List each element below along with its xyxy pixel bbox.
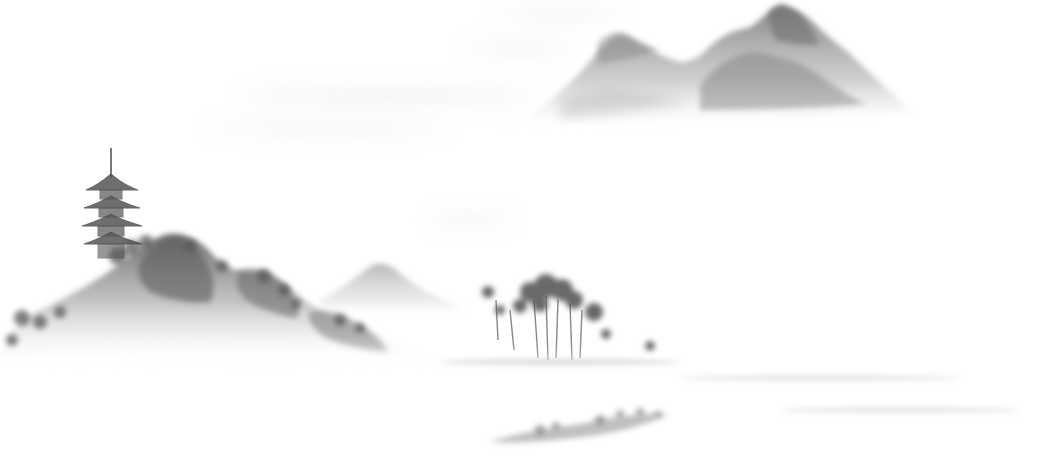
- tree-grove: [482, 274, 655, 361]
- pagoda: [81, 148, 143, 259]
- sky-wisps: [210, 11, 620, 222]
- middle-peak: [320, 263, 470, 317]
- mist-band: [0, 350, 680, 386]
- distant-mountains: [495, 4, 912, 132]
- foreground-reeds: [490, 408, 668, 443]
- shoreline: [440, 359, 1020, 412]
- left-hill: [0, 233, 440, 371]
